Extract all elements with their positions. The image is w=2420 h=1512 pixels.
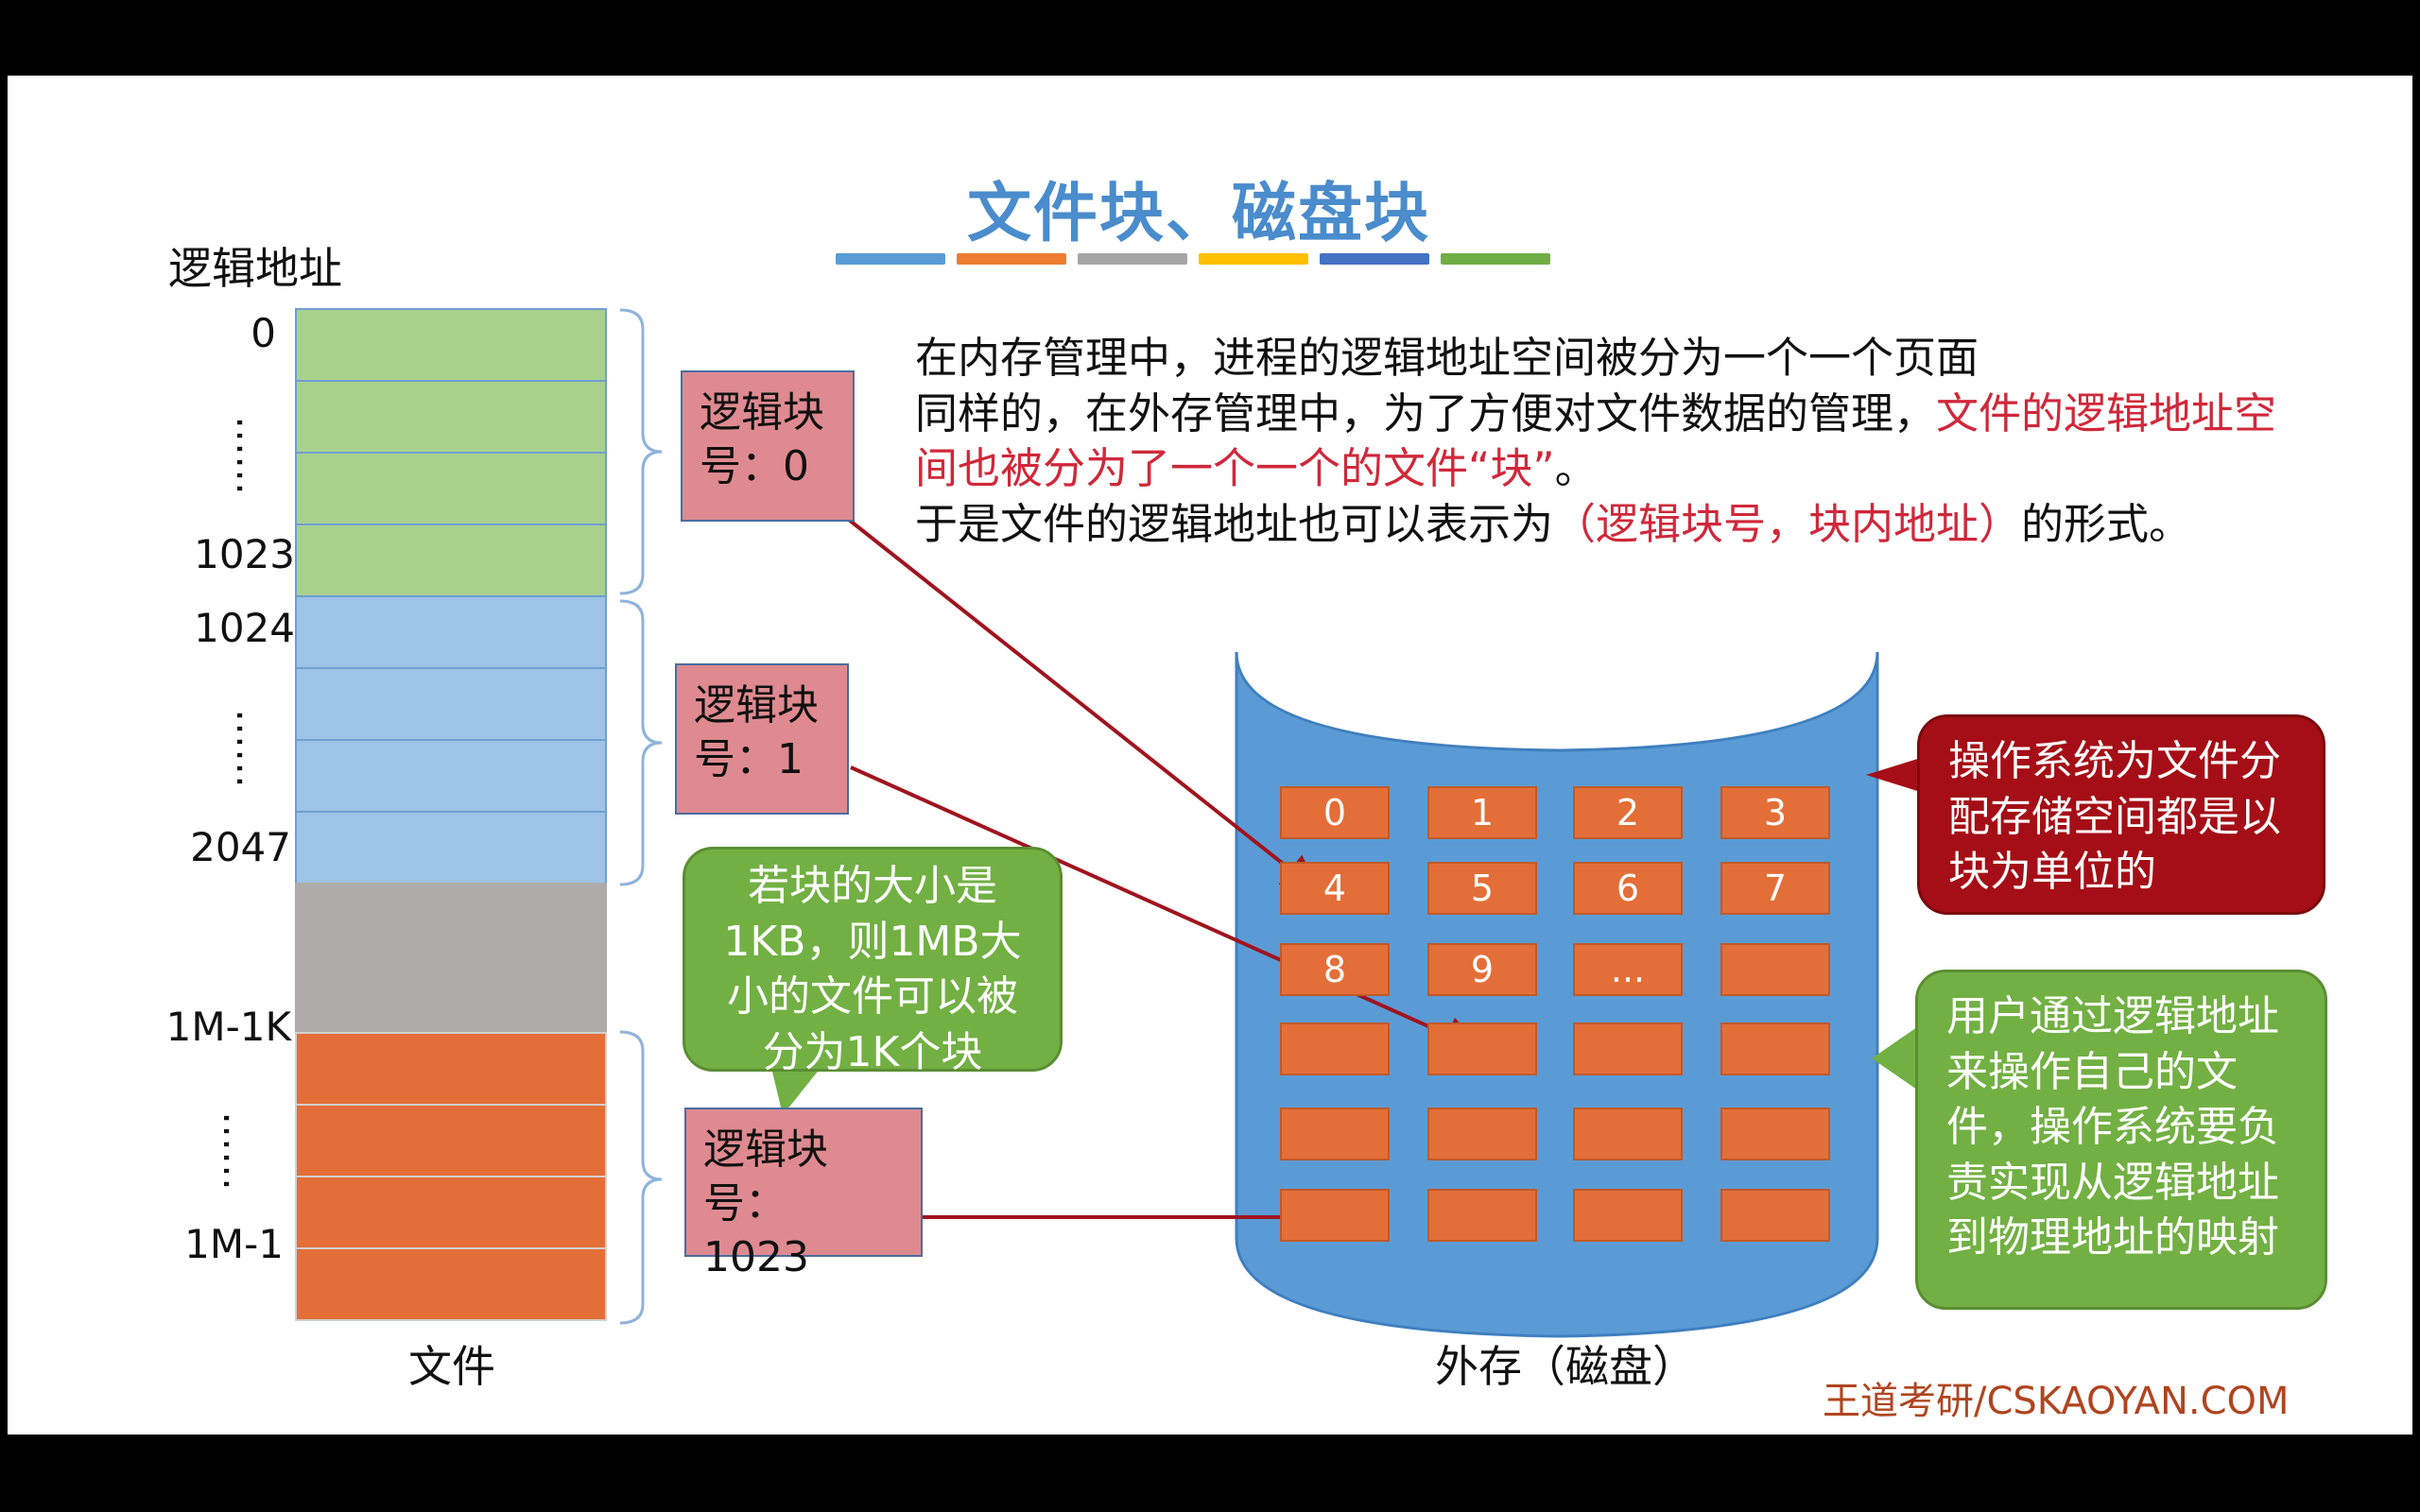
disk-block — [1573, 1022, 1683, 1075]
file-cell — [295, 1032, 607, 1106]
disk-block — [1720, 1189, 1830, 1242]
disk-block: 8 — [1280, 943, 1390, 996]
diagram-overlay — [619, 308, 1927, 1338]
green-callout-tail — [1872, 1021, 1927, 1096]
disk-block — [1573, 1189, 1683, 1242]
para-line-3-end: 的形式。 — [2021, 498, 2192, 549]
brand-watermark: 王道考研/CSKAOYAN.COM — [1823, 1380, 2290, 1423]
disk-label: 外存（磁盘） — [1435, 1341, 1696, 1392]
title-bar-1 — [836, 253, 945, 265]
disk-block — [1720, 1108, 1830, 1160]
para-line-3: 于是文件的逻辑地址也可以表示为（逻辑块号，块内地址）的形式。 — [915, 497, 2314, 553]
brace-1 — [619, 308, 663, 595]
red-callout-tail — [1866, 756, 1927, 794]
title-bar-2 — [957, 253, 1066, 265]
file-label: 文件 — [408, 1341, 495, 1392]
file-cell — [295, 1247, 607, 1321]
logical-block-1023-line1: 逻辑块号： — [703, 1125, 828, 1228]
disk-block — [1280, 1189, 1390, 1242]
title-bar-6 — [1441, 253, 1550, 265]
address-1024: 1024 — [194, 605, 295, 651]
disk-block: ... — [1573, 943, 1683, 996]
os-allocation-callout: 操作系统为文件分配存储空间都是以块为单位的 — [1917, 714, 2325, 915]
logical-block-1023-box: 逻辑块号： 1023 — [684, 1108, 923, 1281]
disk-block — [1280, 1022, 1390, 1075]
disk-block: 3 — [1720, 786, 1830, 839]
title-bar-4 — [1199, 253, 1308, 265]
logical-block-1023-line2: 1023 — [703, 1233, 809, 1282]
logical-address-header: 逻辑地址 — [168, 243, 342, 294]
title-bar-5 — [1320, 253, 1429, 265]
brace-3 — [619, 1030, 663, 1325]
file-cell — [295, 380, 607, 454]
block-size-note: 若块的大小是1KB，则1MB大小的文件可以被分为1K个块 — [683, 847, 1063, 1076]
para-line-2-end: 。 — [1554, 443, 1598, 493]
logical-block-1-text: 逻辑块号：1 — [694, 681, 819, 784]
disk-block: 0 — [1280, 786, 1390, 839]
explanation-paragraph: 在内存管理中，进程的逻辑地址空间被分为一个一个页面 同样的，在外存管理中，为了方… — [915, 331, 2314, 552]
para-line-1: 在内存管理中，进程的逻辑地址空间被分为一个一个页面 — [915, 333, 1979, 383]
green-note-tail — [771, 1068, 821, 1115]
brace-2 — [619, 599, 663, 886]
file-cell — [295, 739, 607, 813]
disk-block — [1720, 1022, 1830, 1075]
disk-block: 9 — [1427, 943, 1537, 996]
slide: 文件块、磁盘块 逻辑地址 0 …… 1023 1024 …… 2047 1M-1… — [8, 76, 2412, 1435]
logical-block-0-text: 逻辑块号：0 — [700, 388, 824, 491]
disk-block: 5 — [1427, 862, 1537, 915]
disk-block — [1427, 1022, 1537, 1075]
para-line-3-red: （逻辑块号，块内地址） — [1553, 498, 2022, 549]
disk-body — [1235, 651, 1879, 1338]
address-1m-1: 1M-1 — [184, 1221, 284, 1267]
disk-block — [1720, 943, 1830, 996]
arrow-block-0 — [847, 518, 1321, 893]
disk-block — [1427, 1108, 1537, 1160]
para-line-2-red: 文件的逻辑地址空间也被分为了一个一个的文件“块” — [915, 387, 2277, 494]
logical-block-1-box: 逻辑块号：1 — [675, 663, 849, 815]
address-1m-1k: 1M-1K — [165, 1004, 291, 1050]
disk-block: 1 — [1427, 786, 1537, 839]
arrow-block-1 — [850, 765, 1482, 1053]
file-cell — [295, 667, 607, 741]
address-1023: 1023 — [194, 531, 295, 577]
disk-block — [1280, 1108, 1390, 1160]
file-cell — [295, 1176, 607, 1249]
ellipsis-2: …… — [228, 709, 274, 788]
file-gap — [295, 883, 607, 1034]
disk-block: 2 — [1573, 786, 1683, 839]
user-mapping-callout: 用户通过逻辑地址来操作自己的文件，操作系统要负责实现从逻辑地址到物理地址的映射 — [1915, 970, 2327, 1310]
para-line-2-black: 同样的，在外存管理中，为了方便对文件数据的管理， — [915, 387, 1937, 438]
title-bar-3 — [1078, 253, 1187, 265]
para-line-2: 同样的，在外存管理中，为了方便对文件数据的管理，文件的逻辑地址空间也被分为了一个… — [915, 387, 2314, 497]
para-line-3-black: 于是文件的逻辑地址也可以表示为 — [915, 498, 1554, 549]
logical-block-0-box: 逻辑块号：0 — [681, 370, 855, 522]
disk-block: 4 — [1280, 862, 1390, 915]
disk-block: 7 — [1720, 862, 1830, 915]
file-cell — [295, 1104, 607, 1177]
slide-title: 文件块、磁盘块 — [966, 177, 1430, 251]
disk-block — [1427, 1189, 1537, 1242]
address-0: 0 — [251, 310, 276, 356]
disk-block: 6 — [1573, 862, 1683, 915]
address-2047: 2047 — [190, 824, 291, 870]
ellipsis-1: …… — [228, 416, 274, 495]
ellipsis-3: …… — [215, 1111, 261, 1191]
disk-block — [1573, 1108, 1683, 1160]
